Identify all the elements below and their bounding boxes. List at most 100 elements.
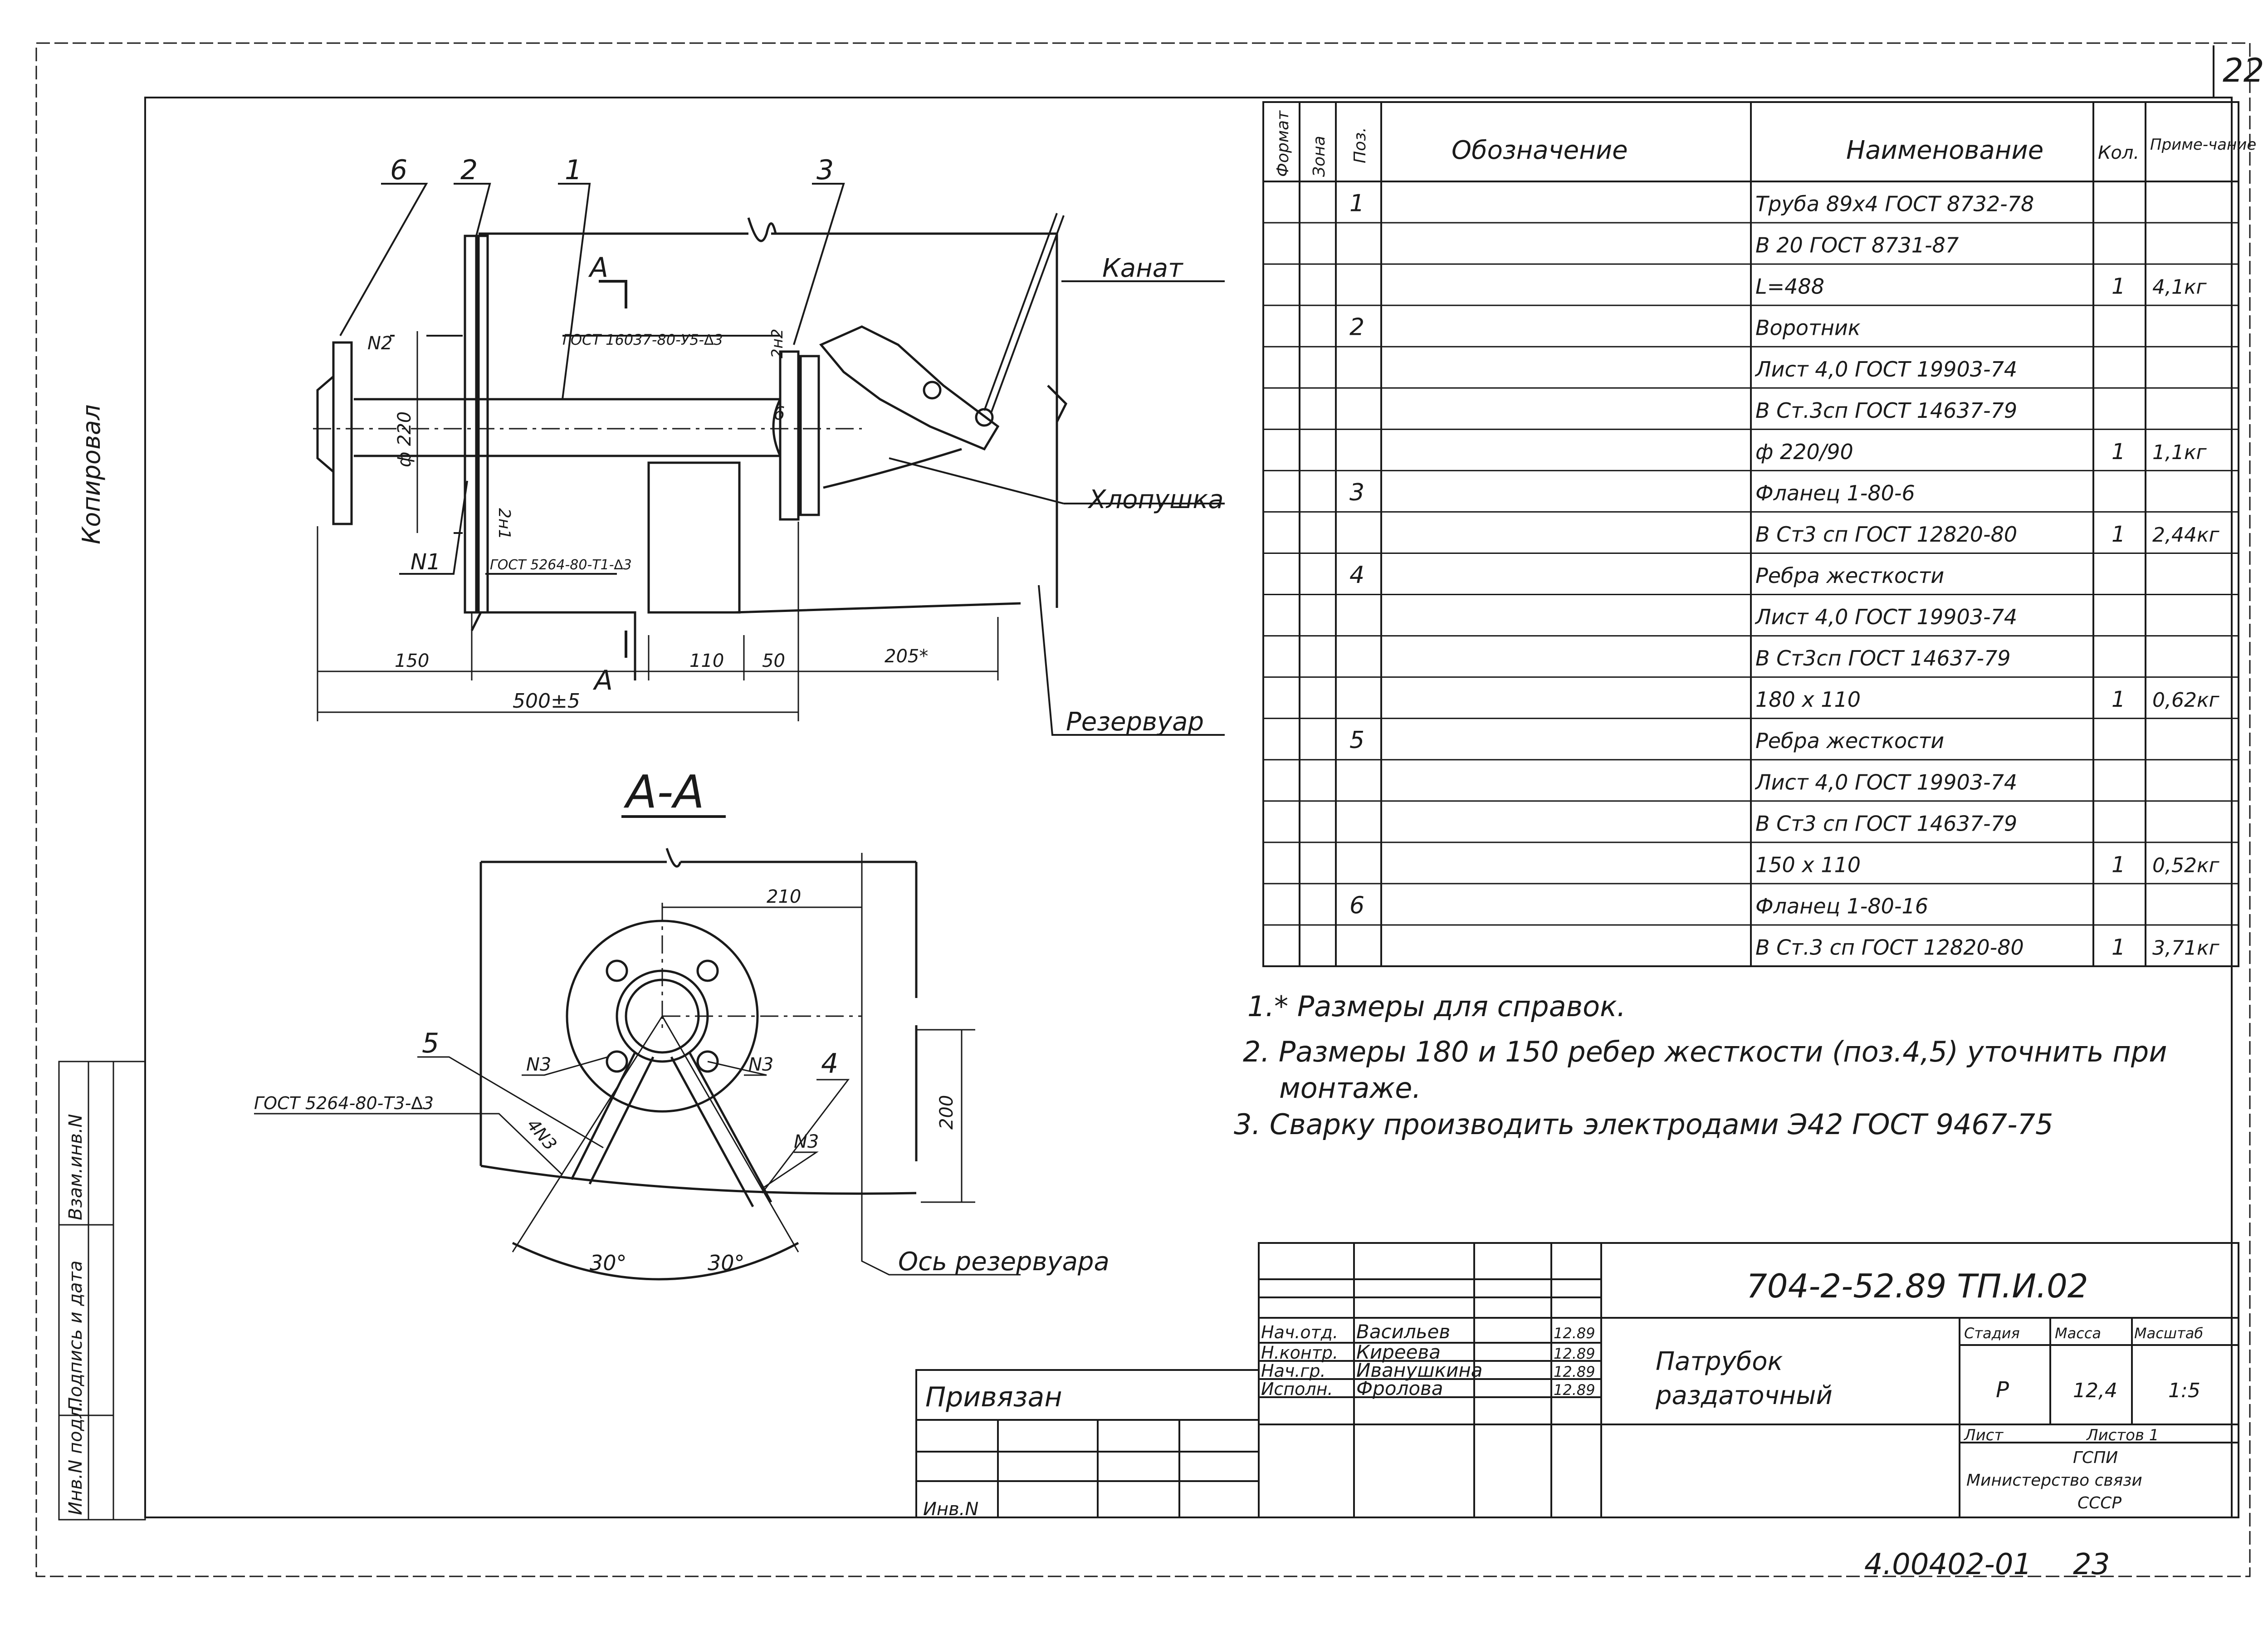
weld-4n3: 4N3 xyxy=(523,1115,561,1155)
tb-date: 12.89 xyxy=(1554,1325,1595,1342)
leader-1: 1 xyxy=(565,154,582,186)
spec-h-oboznachenie: Обозначение xyxy=(1452,136,1628,165)
spec-name: В Ст3сп ГОСТ 14637-79 xyxy=(1755,646,2011,670)
tb-role: Нач.гр. xyxy=(1261,1361,1326,1381)
spec-name: В Ст3 сп ГОСТ 14637-79 xyxy=(1755,811,2017,836)
spec-note: 0,52кг xyxy=(2152,854,2220,877)
strip-vzam: Взам.инв.N xyxy=(65,1114,86,1220)
weld-n3-a: N3 xyxy=(526,1054,551,1075)
spec-pos: 5 xyxy=(1349,727,1364,754)
gost-weld-1: ГОСТ 16037-80-У5-∆3 xyxy=(562,331,723,348)
tb-scale-h: Масштаб xyxy=(2134,1325,2203,1342)
weld-n2: N2 xyxy=(367,333,392,354)
label-5: 5 xyxy=(422,1027,439,1059)
spec-name: 150 х 110 xyxy=(1755,852,1861,877)
leader-3: 3 xyxy=(816,154,834,186)
weld-n3-b: N3 xyxy=(748,1054,773,1075)
angle-30-right: 30° xyxy=(708,1251,745,1275)
dim-210: 210 xyxy=(767,886,801,907)
spec-name: Лист 4,0 ГОСТ 19903-74 xyxy=(1755,770,2017,794)
tb-org1: ГСПИ xyxy=(2073,1448,2118,1467)
spec-name: L=488 xyxy=(1755,274,1824,299)
spec-note: 3,71кг xyxy=(2152,937,2220,960)
spec-name: Лист 4,0 ГОСТ 19903-74 xyxy=(1755,605,2017,629)
leader-lines xyxy=(339,183,1225,736)
leader-2: 2 xyxy=(460,154,478,186)
spec-name: Фланец 1-80-6 xyxy=(1755,481,1915,505)
spec-h-note: Приме-чание xyxy=(2150,136,2256,154)
tb-date: 12.89 xyxy=(1554,1381,1595,1399)
spec-qty: 1 xyxy=(2112,274,2126,299)
gost-weld-3: ГОСТ 5264-80-Т3-∆3 xyxy=(254,1093,434,1113)
spec-pos: 6 xyxy=(1349,892,1364,919)
gost-weld-2: ГОСТ 5264-80-Т1-∆3 xyxy=(490,557,632,573)
tb-name: Васильев xyxy=(1356,1321,1450,1343)
spec-pos: 1 xyxy=(1349,190,1364,217)
dimensions xyxy=(317,331,999,721)
spec-qty: 1 xyxy=(2112,687,2126,712)
spec-name: Ребра жесткости xyxy=(1755,729,1944,753)
tb-stage: Р xyxy=(1996,1377,2009,1403)
spec-name: Воротник xyxy=(1755,316,1861,340)
tb-name: Киреева xyxy=(1356,1341,1441,1363)
spec-pos: 3 xyxy=(1349,479,1364,506)
sheet-number-top: 22 xyxy=(2223,51,2264,89)
section-view xyxy=(479,848,918,1281)
spec-pos: 4 xyxy=(1349,562,1364,589)
dim-50: 50 xyxy=(762,651,785,671)
strip-inv: Инв.N подл. xyxy=(65,1401,86,1515)
section-mark-top: А xyxy=(588,252,608,284)
spec-name: Фланец 1-80-16 xyxy=(1755,894,1928,918)
tb-stage-h: Стадия xyxy=(1964,1325,2020,1342)
spec-h-zona: Зона xyxy=(1310,136,1329,177)
dim-150: 150 xyxy=(395,651,429,671)
spec-name: В Ст.3сп ГОСТ 14637-79 xyxy=(1755,398,2017,423)
dim-500: 500±5 xyxy=(513,690,580,713)
left-strip: Инв.N подл. Подпись и дата Взам.инв.N xyxy=(58,1061,146,1521)
spec-note: 2,44кг xyxy=(2152,523,2220,547)
tb-product2: раздаточный xyxy=(1655,1381,1833,1410)
weld-n3-c: N3 xyxy=(794,1131,819,1152)
label-rezervuar: Резервуар xyxy=(1066,707,1204,737)
sheet-number-bottom: 23 xyxy=(2073,1548,2110,1581)
spec-h-naimenovanie: Наименование xyxy=(1846,136,2043,165)
tb-role: Н.контр. xyxy=(1261,1343,1338,1363)
spec-qty: 1 xyxy=(2112,522,2126,547)
dim-200: 200 xyxy=(936,1095,957,1130)
dim-205: 205* xyxy=(885,646,928,667)
num-6: 6 xyxy=(773,403,785,424)
spec-name: ф 220/90 xyxy=(1755,440,1853,464)
note-1: 1.* Размеры для справок. xyxy=(1247,990,1626,1023)
weld-n1: N1 xyxy=(411,549,440,575)
section-leaders xyxy=(254,853,1021,1276)
angle-30-left: 30° xyxy=(590,1251,627,1275)
spec-note: 4,1кг xyxy=(2152,276,2207,299)
spec-name: В Ст.3 сп ГОСТ 12820-80 xyxy=(1755,935,2024,960)
spec-table-grid xyxy=(1262,101,2239,967)
spec-h-format: Формат xyxy=(1274,110,1292,177)
tb-sheets: Листов 1 xyxy=(2086,1426,2159,1444)
spec-qty: 1 xyxy=(2112,852,2126,877)
label-kanat: Канат xyxy=(1102,254,1183,283)
tb-org2: Министерство связи xyxy=(1966,1471,2142,1490)
tb-role: Нач.отд. xyxy=(1261,1322,1338,1342)
tb-name: Иванушкина xyxy=(1356,1359,1483,1381)
note-3: 3. Сварку производить электродами Э42 ГО… xyxy=(1234,1108,2053,1141)
dim-110: 110 xyxy=(689,651,724,671)
spec-name: Труба 89х4 ГОСТ 8732-78 xyxy=(1755,192,2034,216)
tb-mass: 12,4 xyxy=(2073,1379,2117,1402)
spec-pos: 2 xyxy=(1349,314,1364,341)
archive-number: 4.00402-01 xyxy=(1864,1548,2032,1581)
spec-qty: 1 xyxy=(2112,935,2126,960)
side-label: Копировал xyxy=(77,404,106,544)
spec-name: Ребра жесткости xyxy=(1755,563,1944,588)
spec-h-kol: Кол. xyxy=(2098,142,2139,163)
tb-mass-h: Масса xyxy=(2055,1325,2101,1342)
tb-inv: Инв.N xyxy=(923,1499,978,1520)
tb-org3: СССР xyxy=(2077,1494,2121,1512)
section-mark-bottom: А xyxy=(592,665,613,696)
tb-scale: 1:5 xyxy=(2168,1379,2200,1402)
